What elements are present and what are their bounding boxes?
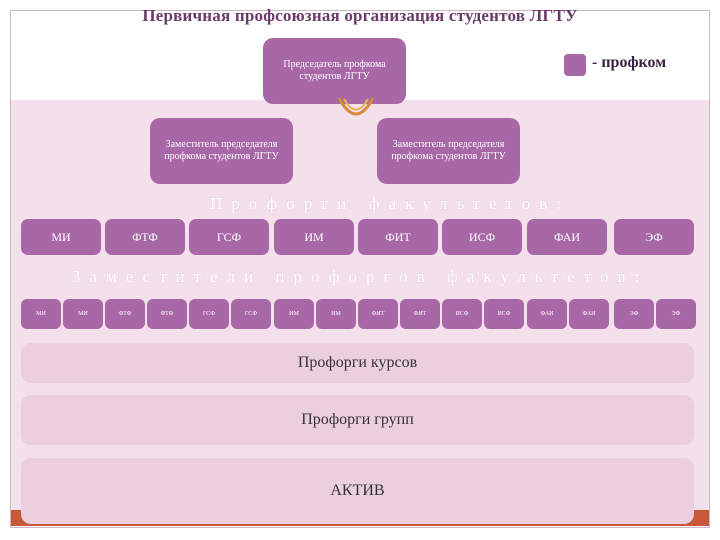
faculty-box: ИМ <box>274 219 354 255</box>
deputy-faculty-box: ФТФ <box>105 299 145 329</box>
faculty-section-title: Профорги факультетов: <box>210 194 570 213</box>
faculty-box: ИСФ <box>442 219 522 255</box>
faculty-box: ФТФ <box>105 219 185 255</box>
faculty-box: ГСФ <box>189 219 269 255</box>
emblem-icon <box>337 97 375 116</box>
deputy-faculty-box: ИМ <box>316 299 356 329</box>
course-organizers-band: Профорги курсов <box>21 343 694 383</box>
group-organizers-band: Профорги групп <box>21 395 694 445</box>
faculty-box: МИ <box>21 219 101 255</box>
deputy-faculty-box: ИСФ <box>484 299 524 329</box>
faculty-box: ФАИ <box>527 219 607 255</box>
deputy-faculty-box: ФАИ <box>569 299 609 329</box>
deputy-faculty-box: МИ <box>63 299 103 329</box>
deputy-faculty-box: ФИТ <box>400 299 440 329</box>
deputy-faculty-box: ЭФ <box>656 299 696 329</box>
deputy-faculty-box: ФТФ <box>147 299 187 329</box>
chairman-box: Председатель профкома студентов ЛГТУ <box>263 38 406 104</box>
faculty-box: ЭФ <box>614 219 694 255</box>
deputy-faculty-box: ФИТ <box>358 299 398 329</box>
deputy-faculty-box: ИСФ <box>442 299 482 329</box>
deputy-faculty-box: ГСФ <box>189 299 229 329</box>
deputy-section-title: Заместители профоргов факультетов: <box>71 267 649 286</box>
legend-swatch <box>564 54 586 76</box>
deputy-faculty-box: ИМ <box>274 299 314 329</box>
deputy-faculty-box: ЭФ <box>614 299 654 329</box>
faculty-box: ФИТ <box>358 219 438 255</box>
page-title: Первичная профсоюзная организация студен… <box>142 6 578 25</box>
deputy-faculty-box: МИ <box>21 299 61 329</box>
deputy-faculty-box: ГСФ <box>231 299 271 329</box>
legend-label: - профком <box>592 54 667 71</box>
deputy-faculty-box: ФАИ <box>527 299 567 329</box>
deputy-box-1: Заместитель председателя профкома студен… <box>150 118 293 184</box>
activists-band: АКТИВ <box>21 458 694 524</box>
deputy-box-2: Заместитель председателя профкома студен… <box>377 118 520 184</box>
